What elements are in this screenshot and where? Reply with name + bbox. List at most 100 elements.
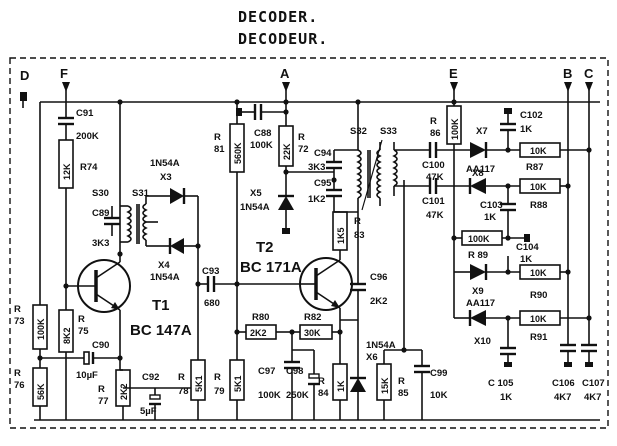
x7-diode: X7 AA117 [466, 126, 520, 175]
svg-text:AA117: AA117 [466, 298, 495, 309]
r75-resistor: 8K2 R75 [58, 286, 89, 420]
c99-capacitor: C99 10K [414, 350, 448, 420]
svg-text:S30: S30 [92, 188, 109, 199]
x3-diode: 1N54A X3 [150, 158, 198, 204]
r88-resistor: 10K R88 [519, 178, 568, 211]
svg-text:C95: C95 [314, 178, 332, 189]
svg-text:B: B [563, 66, 572, 81]
r90-resistor: 10K R90 [519, 264, 568, 301]
svg-text:78: 78 [178, 386, 189, 397]
svg-text:22K: 22K [282, 143, 292, 160]
svg-text:R 89: R 89 [468, 250, 488, 261]
r79-resistor: 5K1 R79 [214, 359, 245, 420]
svg-text:R87: R87 [526, 162, 543, 173]
svg-text:R: R [98, 384, 105, 395]
svg-text:560K: 560K [233, 142, 243, 164]
x9-diode: X9 AA117 [466, 264, 520, 309]
svg-text:C88: C88 [254, 128, 271, 139]
terminal-f: F [60, 66, 70, 102]
r82-resistor: 30K R82 [292, 312, 340, 340]
r89-resistor: 100K R 89 [454, 230, 526, 261]
svg-text:R80: R80 [252, 312, 269, 323]
svg-text:C93: C93 [202, 266, 219, 277]
c90-capacitor: C90 10µF [40, 340, 120, 381]
svg-text:C96: C96 [370, 272, 387, 283]
svg-text:250K: 250K [286, 390, 309, 401]
svg-text:X10: X10 [474, 336, 491, 347]
c88-capacitor: C88 100K [236, 104, 286, 151]
svg-text:2K2: 2K2 [119, 383, 129, 400]
c105-capacitor: C 105 1K [488, 318, 516, 403]
svg-text:C99: C99 [430, 368, 447, 379]
svg-text:12K: 12K [62, 163, 72, 180]
svg-text:F: F [60, 66, 68, 81]
svg-text:100K: 100K [258, 390, 281, 401]
x10-diode: X10 [468, 310, 520, 347]
svg-text:77: 77 [98, 396, 109, 407]
svg-text:2K2: 2K2 [370, 296, 387, 307]
svg-text:4K7: 4K7 [584, 392, 601, 403]
svg-text:1K: 1K [484, 212, 496, 223]
svg-text:X4: X4 [158, 260, 170, 271]
svg-text:200K: 200K [76, 131, 99, 142]
svg-text:10K: 10K [530, 314, 547, 324]
svg-text:3K3: 3K3 [308, 162, 325, 173]
svg-text:1K: 1K [520, 124, 532, 135]
c104-capacitor: C104 1K [507, 222, 539, 265]
svg-text:47K: 47K [426, 172, 444, 183]
r80-resistor: 2K2 R80 [237, 312, 292, 340]
svg-text:4K7: 4K7 [554, 392, 571, 403]
x4-diode: X4 1N54A [150, 238, 198, 283]
r91-resistor: 10K R91 [519, 310, 589, 343]
svg-text:10K: 10K [530, 146, 547, 156]
c96-capacitor: C96 2K2 [350, 212, 387, 320]
svg-text:1K5: 1K5 [336, 227, 346, 244]
svg-text:47K: 47K [426, 210, 444, 221]
svg-text:R74: R74 [80, 162, 98, 173]
svg-text:5µF: 5µF [140, 406, 157, 417]
svg-text:83: 83 [354, 230, 365, 241]
terminal-a: A [280, 66, 290, 102]
svg-text:S33: S33 [380, 126, 397, 137]
svg-text:R: R [318, 376, 325, 387]
svg-text:R: R [178, 372, 185, 383]
s31-transformer: S31 [132, 188, 158, 247]
svg-text:X5: X5 [250, 188, 262, 199]
svg-text:S31: S31 [132, 188, 150, 199]
terminal-e: E [449, 66, 458, 102]
svg-text:C91: C91 [76, 108, 94, 119]
svg-text:R: R [398, 376, 405, 387]
r76-resistor: 56K R76 [14, 358, 48, 420]
svg-text:76: 76 [14, 380, 25, 391]
svg-text:86: 86 [430, 128, 441, 139]
svg-text:R: R [214, 372, 221, 383]
svg-text:1N54A: 1N54A [366, 340, 396, 351]
terminal-b: B [563, 66, 572, 345]
svg-text:A: A [280, 66, 290, 81]
x6-diode: 1N54A X6 [340, 319, 396, 420]
r83-resistor: 1K5 R83 [332, 211, 365, 251]
svg-text:R90: R90 [530, 290, 547, 301]
svg-text:X3: X3 [160, 172, 172, 183]
svg-text:8K2: 8K2 [62, 327, 72, 344]
svg-text:73: 73 [14, 316, 25, 327]
r73-resistor: 100K R73 [14, 102, 48, 358]
svg-text:79: 79 [214, 386, 225, 397]
svg-text:R: R [298, 132, 305, 143]
svg-text:C97: C97 [258, 366, 275, 377]
x5-diode: X5 1N54A [240, 180, 294, 234]
svg-text:BC 147A: BC 147A [130, 322, 192, 339]
terminal-d: D [20, 68, 29, 108]
r81-resistor: 560K R81 [214, 102, 245, 360]
r74-resistor: 12K R74 [58, 139, 98, 286]
svg-text:10µF: 10µF [76, 370, 98, 381]
svg-text:R: R [214, 132, 221, 143]
svg-text:10K: 10K [430, 390, 448, 401]
module-outline [9, 57, 609, 429]
svg-text:X6: X6 [366, 352, 378, 363]
svg-text:AA117: AA117 [466, 164, 495, 175]
s33-transformer: S33 [376, 126, 398, 206]
r85-resistor: 15K R85 [376, 350, 409, 420]
svg-text:1K: 1K [336, 380, 346, 392]
